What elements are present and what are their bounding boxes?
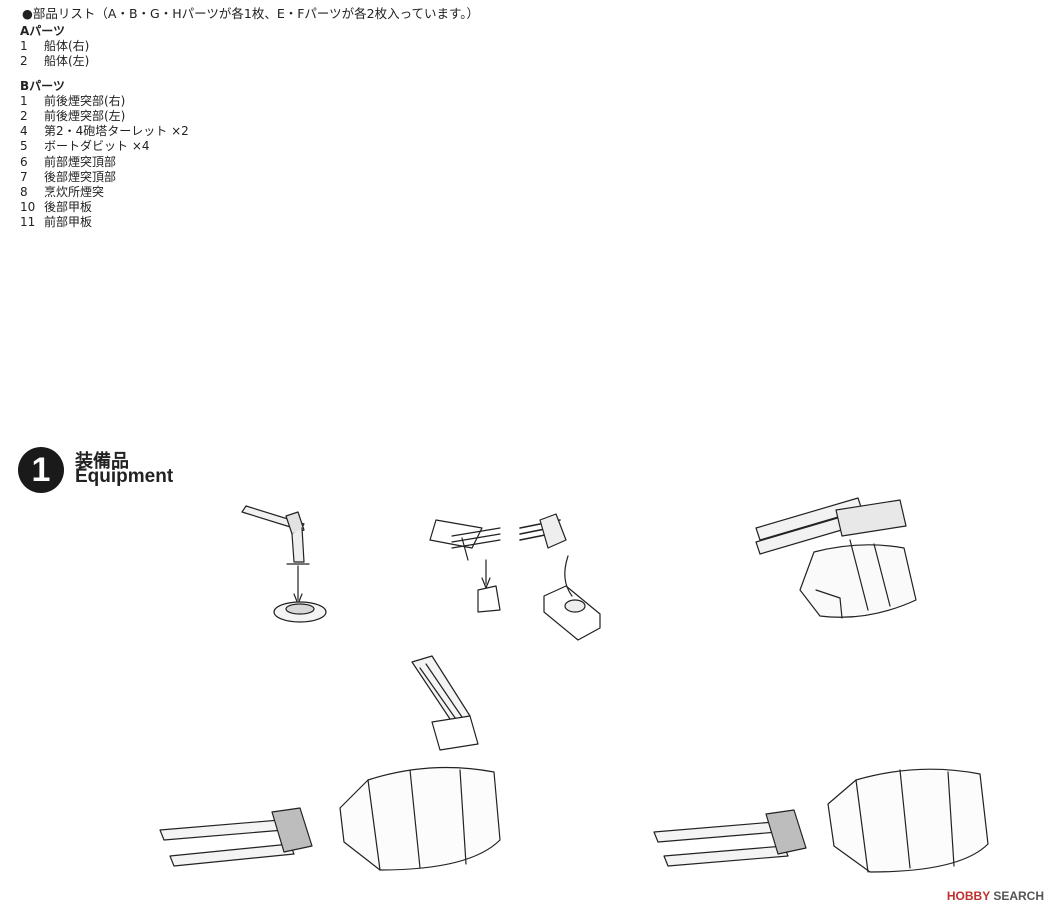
- parts-list-item: 10 後部甲板: [20, 200, 189, 215]
- hobbysearch-watermark: HOBBY SEARCH: [947, 889, 1044, 903]
- step-title-jp: 装備品: [75, 451, 129, 472]
- gun-turret-e-4th-drawing: [653, 768, 989, 873]
- step-number-badge: 1: [18, 447, 64, 493]
- parts-section-header: Aパーツ: [20, 24, 66, 38]
- part-name: 船体(右): [44, 39, 90, 54]
- part-name: 第2・4砲塔ターレット ×2: [44, 124, 189, 139]
- parts-list-item: 1 船体(右): [20, 39, 189, 54]
- part-number: 1: [20, 39, 28, 54]
- parts-list-intro: ●部品リスト（A・B・G・Hパーツが各1枚、E・Fパーツが各2枚入っています。）: [22, 6, 479, 21]
- part-name: 前部甲板: [44, 215, 93, 230]
- part-number: 5: [20, 139, 28, 154]
- parts-list-item: 2 前後煙突部(左): [20, 109, 189, 124]
- watermark-brand: HOBBY: [946, 889, 990, 903]
- part-number: 2: [20, 54, 28, 69]
- part-number: 1: [20, 93, 28, 108]
- part-name: 烹炊所煙突: [44, 185, 105, 200]
- parts-list-item: 5 ボートダビット ×4: [20, 139, 189, 154]
- parts-section-header: Bパーツ: [20, 78, 65, 93]
- part-number: 7: [20, 169, 28, 184]
- watermark-suffix: SEARCH: [993, 889, 1044, 903]
- part-name: 前後煙突部(右): [44, 93, 126, 108]
- part-name: 前部煙突頂部: [44, 154, 117, 169]
- part-number: 2: [20, 109, 28, 124]
- part-name: 後部煙突頂部: [44, 169, 117, 184]
- gun-turret-e-director-drawing: [159, 655, 501, 871]
- parts-list-item: 2 船体(左): [20, 54, 189, 69]
- twin-aa-gun-drawing: [755, 497, 917, 619]
- part-number: 4: [20, 124, 28, 139]
- step-title-en: Equipment: [75, 466, 174, 487]
- parts-list-item: 4 第2・4砲塔ターレット ×2: [20, 124, 189, 139]
- parts-list-item: 7 後部煙突頂部: [20, 170, 189, 185]
- triple-mg-drawing: [429, 513, 601, 641]
- part-number: 10: [20, 200, 36, 215]
- part-number: 11: [20, 215, 36, 230]
- parts-list-item: 1 前後煙突部(右): [20, 94, 189, 109]
- parts-list-item: 6 前部煙突頂部: [20, 155, 189, 170]
- part-number: 6: [20, 154, 28, 169]
- part-name: 後部甲板: [44, 200, 93, 215]
- part-name: 前後煙突部(左): [44, 109, 126, 124]
- part-number: 8: [20, 185, 28, 200]
- part-name: 船体(左): [44, 54, 90, 69]
- parts-list-item: 8 烹炊所煙突: [20, 185, 189, 200]
- parts-list-item: 11 前部甲板: [20, 215, 189, 230]
- single-mg-drawing: [241, 505, 327, 623]
- part-name: ボートダビット ×4: [44, 139, 150, 154]
